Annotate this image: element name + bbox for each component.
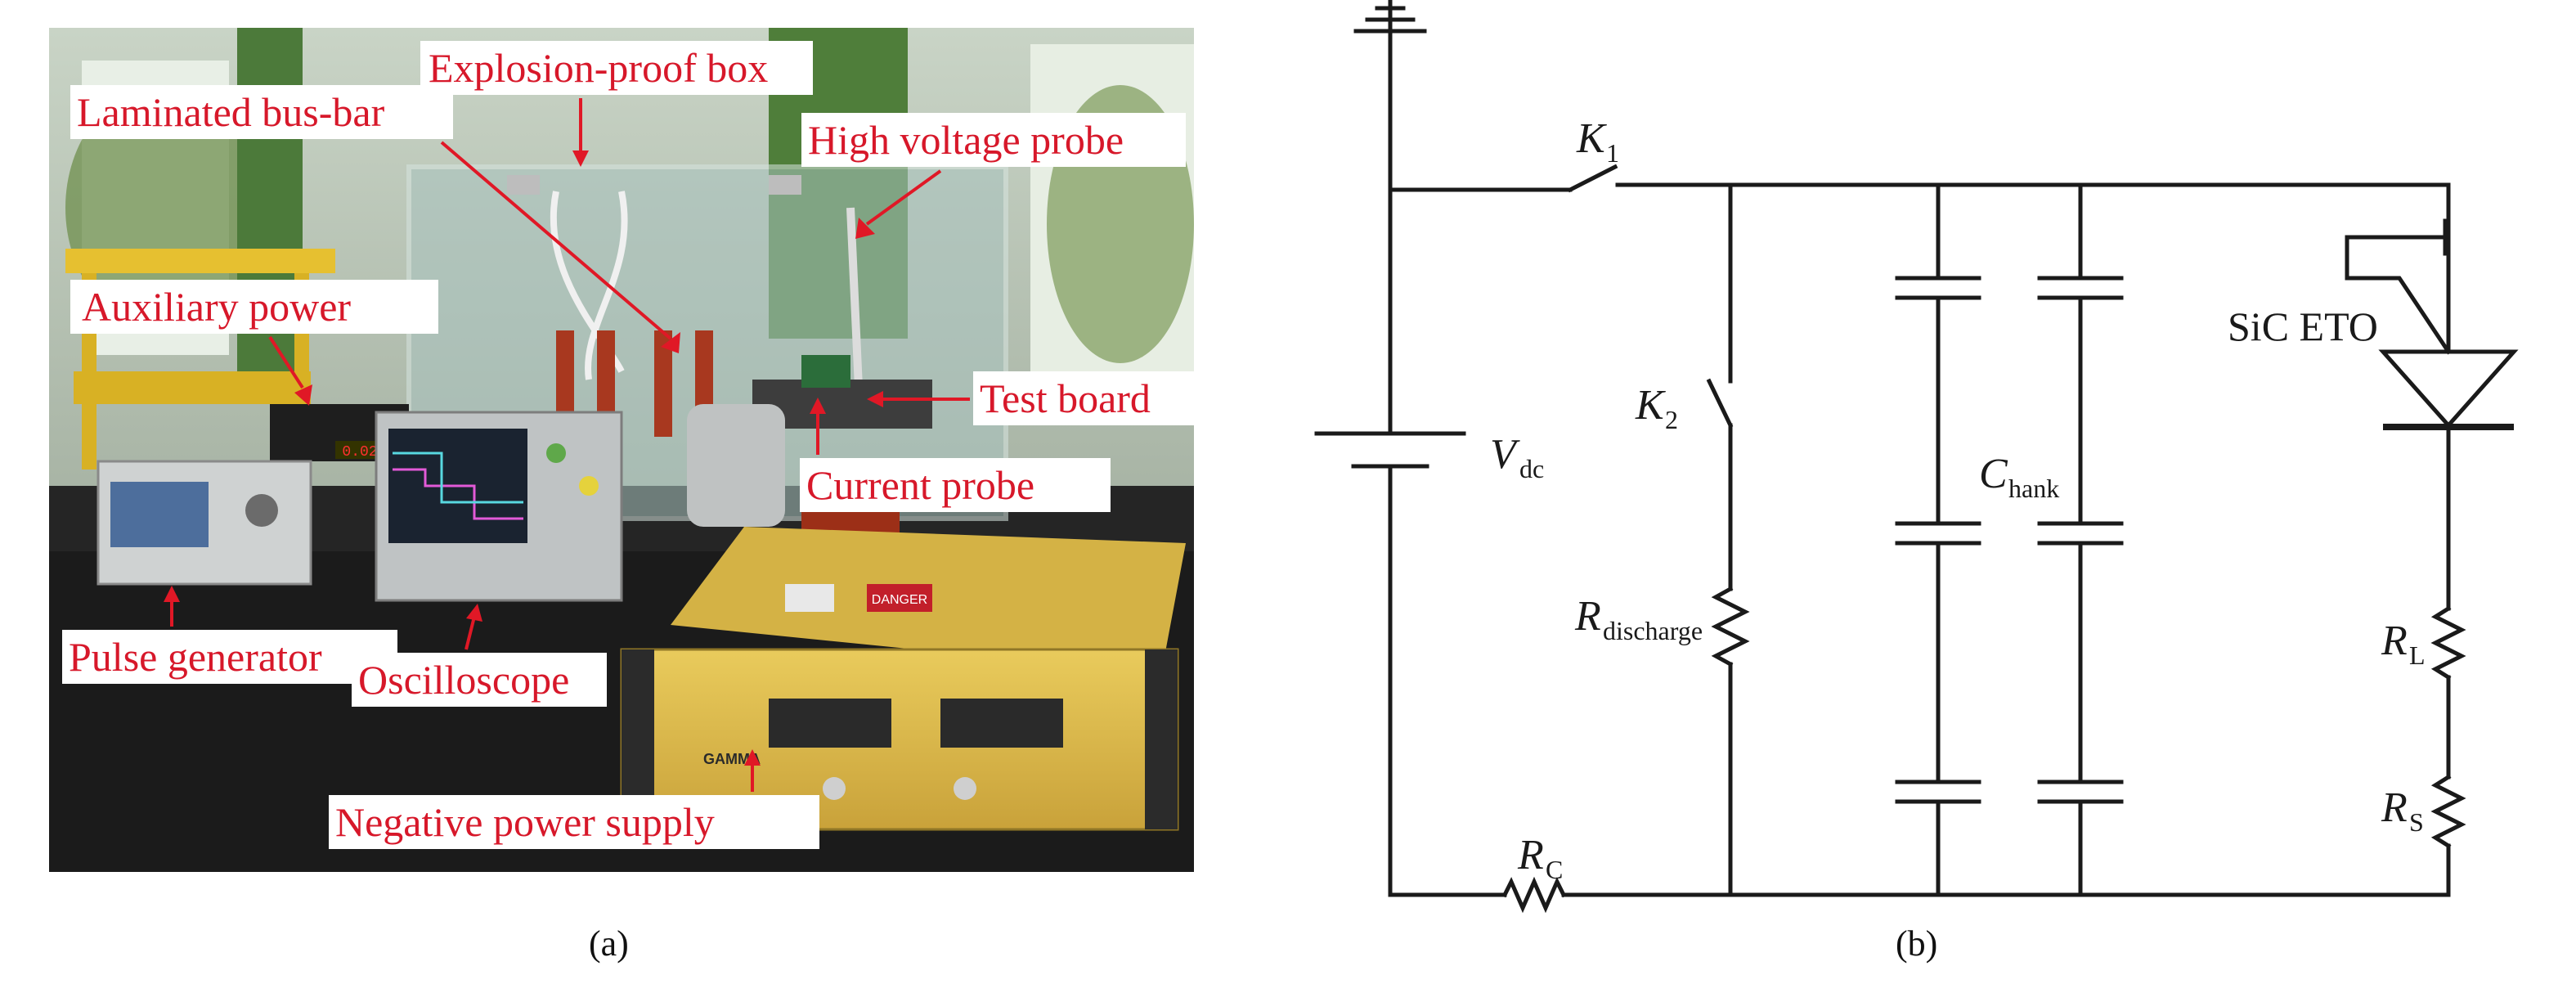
arrow-hv-probe (865, 169, 942, 226)
diode-triangle (2378, 349, 2519, 429)
pulse-gen-knob (245, 494, 278, 527)
scope-trace (393, 452, 523, 504)
resistor-rdischarge (1711, 586, 1750, 667)
scope-knob (579, 476, 599, 496)
cable (585, 191, 628, 380)
capacitor-column-1 (1895, 182, 1981, 897)
label-test-board: Test board (980, 375, 1151, 421)
switch-k2-blade (1706, 378, 1734, 429)
scope-trace (393, 468, 523, 520)
arrowhead (572, 151, 589, 167)
rc-subscript: C (1546, 855, 1563, 884)
rdischarge-label: R (1574, 593, 1601, 640)
ground-icon (1353, 0, 1427, 34)
k2-subscript: 2 (1665, 405, 1678, 434)
supply-meter (940, 699, 1063, 748)
supply-sticker (785, 584, 834, 612)
label-box (329, 795, 819, 849)
danger-sticker (867, 584, 932, 612)
label-box (70, 280, 438, 334)
arrowhead (661, 332, 680, 353)
supply-knob (954, 777, 976, 800)
label-oscilloscope: Oscilloscope (358, 657, 569, 703)
aux-counter-text: 0.02 (342, 444, 377, 461)
chank-subscript: hank (2008, 474, 2059, 503)
label-negative-power-supply: Negative power supply (335, 799, 715, 845)
cylinder (687, 404, 785, 527)
label-laminated-bus-bar: Laminated bus-bar (77, 89, 385, 135)
rs-subscript: S (2409, 807, 2424, 837)
label-box (420, 41, 813, 95)
aux-display (335, 441, 384, 459)
arrow-bus-bar (440, 141, 672, 340)
arrow-oscilloscope (464, 616, 476, 650)
yellow-cart-top (65, 249, 335, 273)
k1-subscript: 1 (1606, 138, 1619, 168)
caption-a: (a) (589, 923, 629, 964)
resistor-rc (1501, 876, 1567, 914)
arrow-aux-power (268, 335, 304, 389)
arrowhead (164, 586, 180, 602)
arrowhead (466, 604, 482, 622)
arrowhead (294, 384, 312, 406)
label-pulse-generator: Pulse generator (69, 634, 322, 680)
vdc-label: V (1490, 431, 1520, 478)
label-box (352, 653, 607, 707)
rdischarge-subscript: discharge (1603, 616, 1703, 645)
resistor-rs (2430, 774, 2466, 849)
label-auxiliary-power: Auxiliary power (82, 284, 351, 330)
label-explosion-proof-box: Explosion-proof box (429, 45, 768, 91)
supply-meter (769, 699, 891, 748)
rl-subscript: L (2409, 640, 2426, 670)
caption-b: (b) (1896, 923, 1938, 964)
label-box (800, 458, 1111, 512)
pulse-gen-screen (110, 482, 209, 547)
busbar-post (597, 330, 615, 437)
rc-label: R (1517, 832, 1544, 878)
label-box (801, 113, 1186, 167)
label-box (70, 85, 453, 139)
arrowhead (855, 218, 875, 239)
danger-sticker-text: DANGER (872, 593, 927, 607)
label-box (62, 630, 397, 684)
busbar-post (654, 330, 672, 437)
box-hinge (507, 175, 540, 195)
label-current-probe: Current probe (806, 462, 1034, 508)
busbar-post (556, 330, 574, 437)
scope-knob (546, 443, 566, 463)
label-high-voltage-probe: High voltage probe (808, 117, 1124, 163)
box-hinge (769, 175, 801, 195)
hv-probe-body (846, 207, 863, 389)
rl-label: R (2381, 618, 2408, 664)
test-board-pcb (801, 355, 850, 388)
k2-label: K (1635, 382, 1666, 429)
vdc-subscript: dc (1519, 454, 1544, 483)
yellow-cart-shelf (74, 371, 311, 404)
arrowhead (744, 749, 761, 766)
k1-label: K (1576, 115, 1607, 162)
sic-eto-label: SiC ETO (2228, 303, 2378, 349)
supply-knob (823, 777, 846, 800)
rs-label: R (2381, 784, 2408, 831)
chank-label: C (1979, 451, 2008, 497)
label-box (973, 371, 1194, 425)
resistor-rl (2430, 605, 2466, 681)
switch-k1-blade (1567, 164, 1618, 193)
arrowhead (810, 398, 826, 414)
capacitor-column-2 (2037, 182, 2124, 897)
circuit-schematic: V dc K 1 R C K 2 R discharge (1314, 0, 2519, 914)
supply-handle (1145, 649, 1178, 829)
arrowhead (867, 391, 883, 407)
test-setup-photo: 0.02 DANGER GAMMA Explosion-proof box La… (49, 28, 1194, 872)
eto-gate-lead (2345, 235, 2452, 355)
